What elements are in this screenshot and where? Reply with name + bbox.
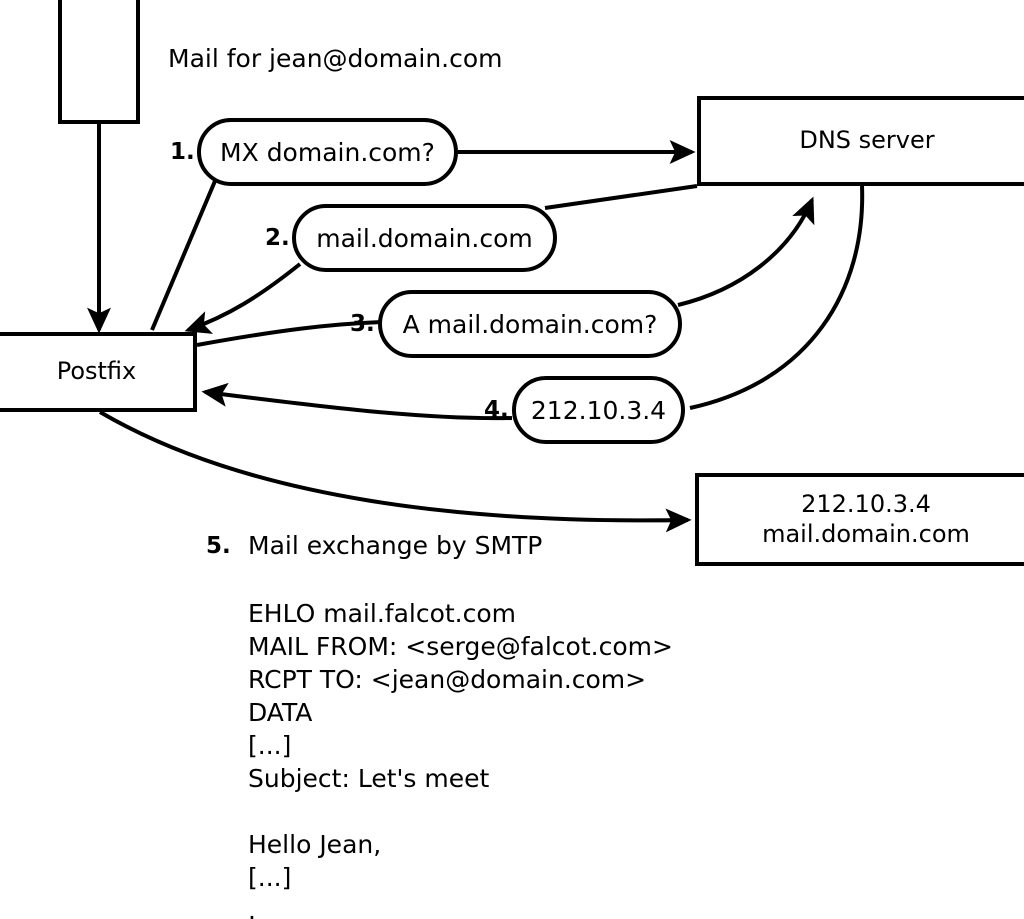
- connector-postfix-to-mailserver: [98, 410, 692, 533]
- step-5-label: Mail exchange by SMTP: [248, 531, 543, 560]
- connector-step3-to-dns: [677, 196, 815, 307]
- connector-dns-to-step4: [689, 185, 865, 410]
- step-4-number: 4.: [484, 397, 509, 423]
- step-4-bubble[interactable]: 212.10.3.4: [512, 376, 685, 444]
- source-box[interactable]: [58, 0, 140, 124]
- step-5-number: 5.: [206, 533, 231, 559]
- remote-mail-server-box[interactable]: 212.10.3.4 mail.domain.com: [695, 473, 1024, 566]
- postfix-box[interactable]: Postfix: [0, 332, 197, 412]
- connector-step4-to-postfix: [201, 382, 513, 421]
- dns-server-label: DNS server: [799, 126, 935, 155]
- step-3-bubble[interactable]: A mail.domain.com?: [378, 290, 682, 358]
- connector-postfix-to-step3: [196, 320, 383, 347]
- step-2-label: mail.domain.com: [316, 223, 533, 253]
- remote-mail-server-hostname: mail.domain.com: [762, 519, 970, 548]
- step-1-label: MX domain.com?: [220, 137, 435, 167]
- dns-server-box[interactable]: DNS server: [697, 96, 1024, 186]
- remote-mail-server-ip: 212.10.3.4: [801, 490, 931, 519]
- connector-dns-to-step2: [544, 184, 698, 210]
- connector-step2-to-postfix: [184, 262, 302, 334]
- step-1-number: 1.: [170, 139, 195, 165]
- step-2-bubble[interactable]: mail.domain.com: [292, 204, 557, 272]
- step-2-number: 2.: [265, 225, 290, 251]
- postfix-label: Postfix: [56, 357, 137, 386]
- step-3-label: A mail.domain.com?: [402, 309, 658, 339]
- step-1-bubble[interactable]: MX domain.com?: [197, 118, 458, 186]
- connector-step1-to-postfix: [150, 180, 217, 331]
- smtp-transcript: EHLO mail.falcot.com MAIL FROM: <serge@f…: [248, 599, 673, 919]
- step-4-label: 212.10.3.4: [530, 395, 667, 425]
- page-title: Mail for jean@domain.com: [168, 44, 503, 73]
- step-3-number: 3.: [350, 311, 375, 337]
